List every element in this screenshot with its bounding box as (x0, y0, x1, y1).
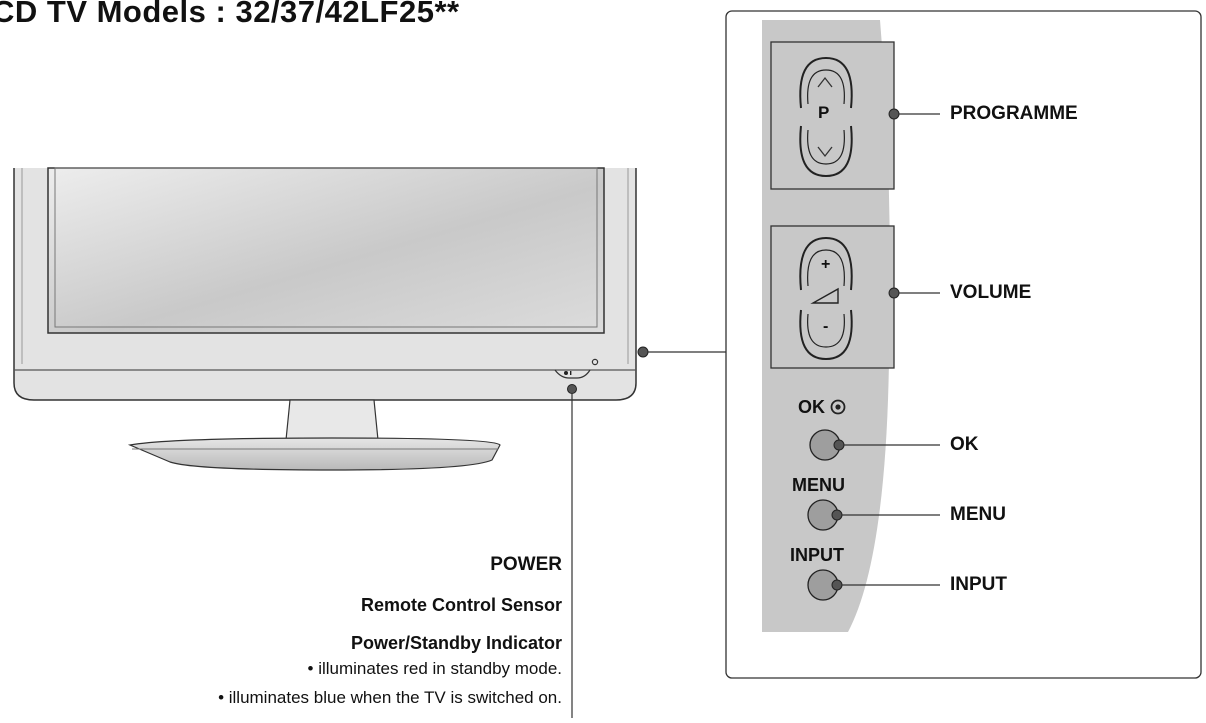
chevron-down-icon (817, 146, 833, 158)
callout-volume: VOLUME (950, 282, 1032, 303)
volume-minus-symbol: - (823, 318, 829, 335)
callout-programme: PROGRAMME (950, 103, 1078, 124)
callout-input: INPUT (950, 574, 1007, 595)
volume-rocker[interactable] (770, 225, 895, 369)
programme-symbol: P (818, 103, 830, 122)
tv-stand (127, 399, 501, 471)
volume-plus-symbol: + (821, 256, 831, 273)
page-title: CD TV Models : 32/37/42LF25** (0, 0, 460, 29)
volume-ramp-icon (810, 287, 839, 304)
callout-ok: OK (950, 434, 979, 455)
ok-label: OK (798, 397, 825, 417)
indicator-note-red: • illuminates red in standby mode. (307, 659, 562, 678)
menu-label: MENU (792, 475, 845, 495)
indicator-note-blue: • illuminates blue when the TV is switch… (218, 688, 562, 707)
sensor-label: Remote Control Sensor (360, 595, 562, 615)
programme-rocker[interactable] (770, 41, 895, 190)
tv-front (13, 167, 637, 401)
chevron-up-icon (817, 76, 833, 88)
power-standby-icon (564, 371, 568, 375)
power-label: POWER (490, 554, 562, 575)
callout-menu: MENU (950, 504, 1006, 525)
ok-target-icon (830, 399, 846, 415)
tv-screen (47, 167, 605, 334)
input-label: INPUT (790, 545, 844, 565)
indicator-label: Power/Standby Indicator (350, 633, 562, 653)
sensor-icon (591, 358, 599, 366)
